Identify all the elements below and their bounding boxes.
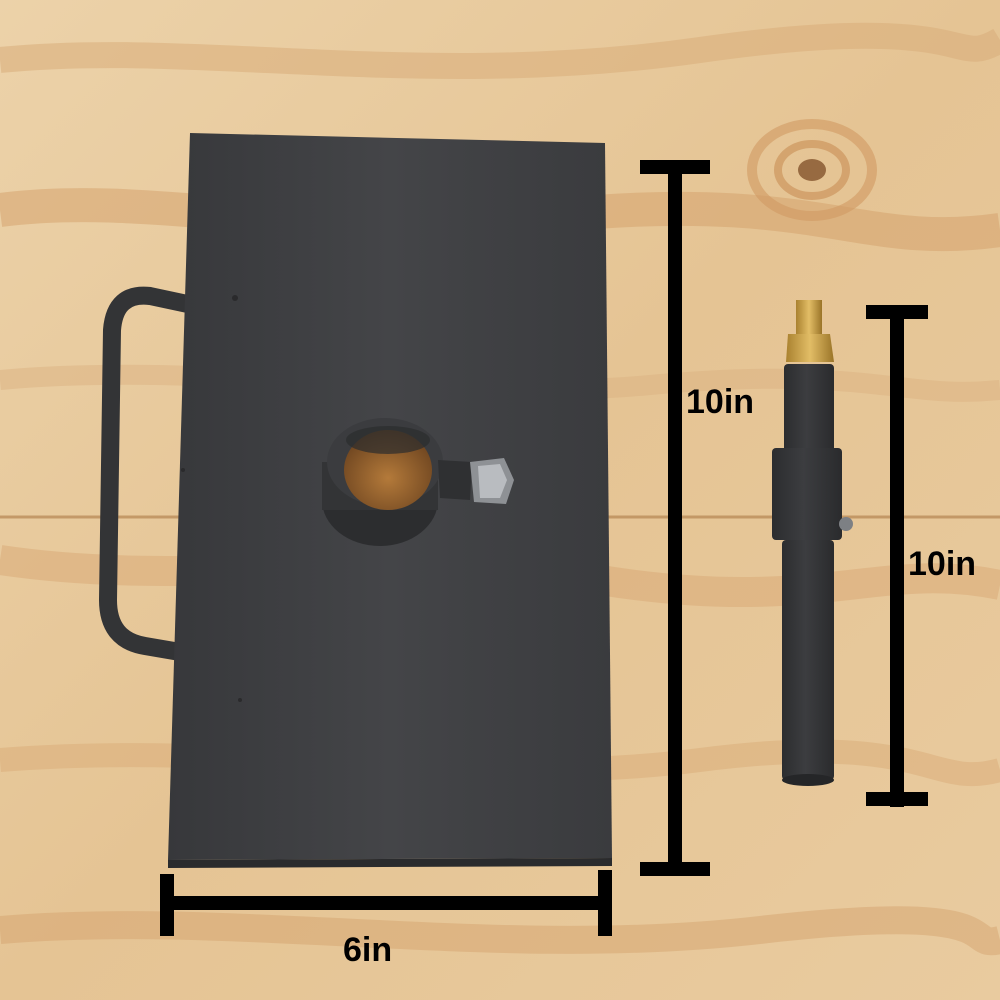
dimension-line-rod-height	[866, 305, 928, 807]
rod-height-label: 10in	[908, 545, 977, 583]
dimension-line-plate-width	[160, 870, 612, 936]
dimension-line-plate-height	[640, 160, 710, 876]
plate-width-label: 6in	[343, 931, 393, 969]
extension-rod	[772, 300, 853, 786]
pipe-socket	[322, 418, 514, 546]
plate-height-label: 10in	[686, 383, 755, 421]
